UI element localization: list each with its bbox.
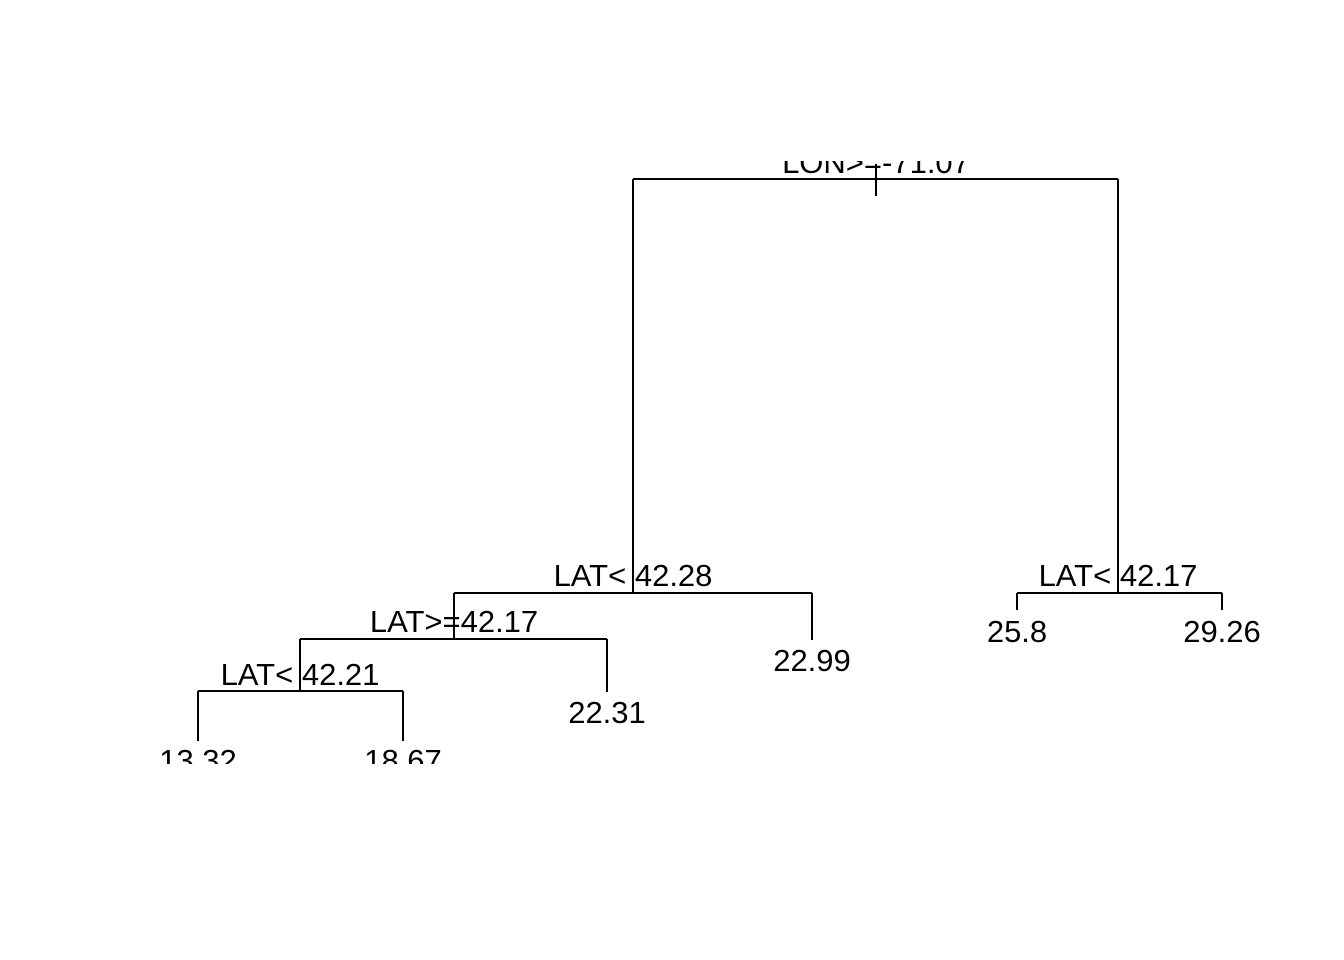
split-label-lat-42-28: LAT< 42.28 <box>554 558 713 593</box>
leaf-value: 22.31 <box>568 695 646 730</box>
leaf-value: 13.32 <box>159 743 237 778</box>
leaf-value: 22.99 <box>773 643 851 678</box>
leaf-value: 29.26 <box>1183 614 1261 649</box>
leaf-value: 25.8 <box>987 614 1047 649</box>
root-split-label: LON>=-71.07 <box>782 145 970 180</box>
split-label-lat-ge-42-17: LAT>=42.17 <box>370 604 538 639</box>
split-label-lat-42-21: LAT< 42.21 <box>221 657 380 692</box>
split-label-lat-42-17: LAT< 42.17 <box>1039 558 1198 593</box>
leaf-value: 18.67 <box>364 743 442 778</box>
